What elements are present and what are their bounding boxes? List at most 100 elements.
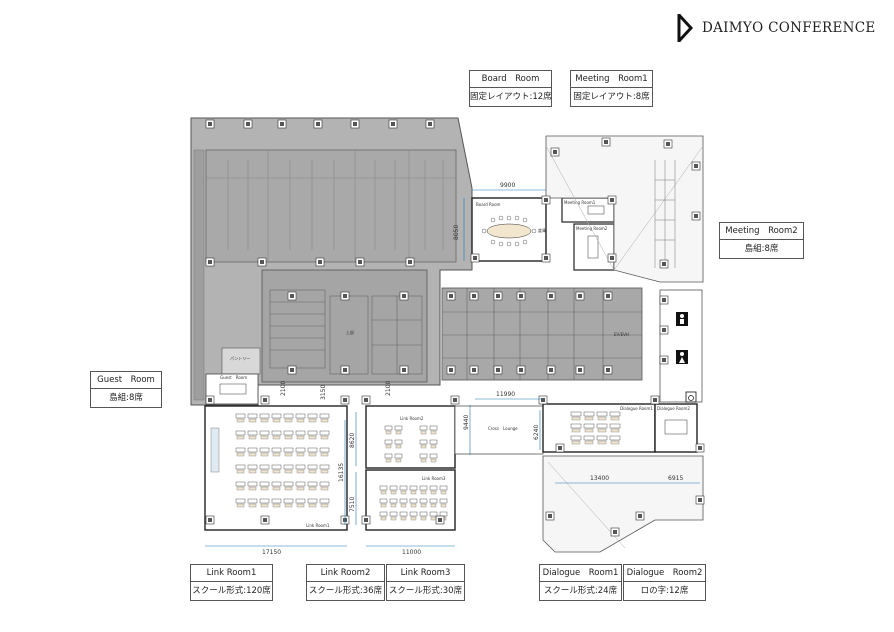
column-core xyxy=(544,198,548,202)
chair xyxy=(390,490,397,495)
chair xyxy=(284,452,293,457)
meeting-room1-box: Meeting Room1 固定レイアウト:8席 xyxy=(570,70,653,107)
column-core xyxy=(358,260,362,264)
desk xyxy=(419,485,428,491)
link-room2-name: Link Room2 xyxy=(307,565,384,582)
column-core xyxy=(698,498,702,502)
chair xyxy=(320,503,329,508)
column-core xyxy=(662,328,666,332)
cross-lounge-area xyxy=(454,405,544,455)
column-core xyxy=(548,514,552,518)
chair xyxy=(260,452,269,457)
chair xyxy=(296,469,305,474)
desk xyxy=(439,485,448,491)
desk xyxy=(319,464,330,470)
pantry-label: パントリー xyxy=(230,356,250,361)
chair xyxy=(395,458,402,463)
desk xyxy=(596,411,608,417)
desk xyxy=(389,485,398,491)
column-core xyxy=(428,122,432,126)
desk xyxy=(295,413,306,419)
chair xyxy=(610,428,620,433)
column-core xyxy=(662,262,666,266)
board-room-box: Board Room 固定レイアウト:12席 xyxy=(469,70,552,107)
desk xyxy=(307,430,318,436)
desk xyxy=(570,411,582,417)
column-core xyxy=(453,398,457,402)
meeting-room1-capacity: 固定レイアウト:8席 xyxy=(573,92,650,102)
meeting-room2-label: Meeting Room2 xyxy=(576,226,608,231)
southeast-wing xyxy=(542,455,704,553)
chair xyxy=(284,418,293,423)
desk xyxy=(235,498,246,504)
dialogue-seat-grid xyxy=(570,411,621,445)
chair xyxy=(390,503,397,508)
desk xyxy=(247,447,258,453)
guest-room-box: Guest Room 島組:8席 xyxy=(90,371,162,408)
desk xyxy=(295,430,306,436)
dialogue-room2-capacity: ロの字:12席 xyxy=(640,586,689,596)
chair xyxy=(320,435,329,440)
chair xyxy=(308,486,317,491)
dim-link3-depth: 7510 xyxy=(349,497,356,512)
chair xyxy=(260,418,269,423)
desk xyxy=(295,464,306,470)
column-core xyxy=(698,446,702,450)
column-core xyxy=(549,294,553,298)
desk xyxy=(247,481,258,487)
desk xyxy=(409,511,418,517)
desk xyxy=(319,498,330,504)
chair xyxy=(430,516,437,521)
desk xyxy=(319,430,330,436)
desk xyxy=(394,439,403,445)
chair xyxy=(320,469,329,474)
chair xyxy=(260,469,269,474)
chair xyxy=(390,516,397,521)
meeting-room2-capacity: 島組:8席 xyxy=(744,244,779,254)
desk xyxy=(271,498,282,504)
column-core xyxy=(694,164,698,168)
dim-dialogue-depth: 6240 xyxy=(533,425,540,440)
guest-room-capacity: 島組:8席 xyxy=(109,393,143,403)
chair xyxy=(236,469,245,474)
desk xyxy=(394,425,403,431)
desk xyxy=(419,439,428,445)
pantry-area xyxy=(221,347,261,375)
chair xyxy=(597,428,607,433)
chair xyxy=(320,486,329,491)
column-core xyxy=(208,518,212,522)
desk xyxy=(399,511,408,517)
column-core xyxy=(496,294,500,298)
storage-label: 倉庫 xyxy=(538,227,546,233)
desk xyxy=(307,481,318,487)
chair xyxy=(385,458,392,463)
dim-board-width: 9900 xyxy=(500,182,515,189)
chair xyxy=(260,503,269,508)
ev-label: EV/EVH xyxy=(614,332,629,337)
desk xyxy=(596,435,608,441)
chair xyxy=(296,503,305,508)
chair xyxy=(236,452,245,457)
board-table xyxy=(486,223,532,239)
column-core xyxy=(208,398,212,402)
desk xyxy=(259,464,270,470)
desk xyxy=(283,498,294,504)
chair xyxy=(272,503,281,508)
desk xyxy=(429,511,438,517)
chair xyxy=(236,486,245,491)
column-core xyxy=(472,368,476,372)
desk xyxy=(319,481,330,487)
dim-link1-width: 17150 xyxy=(262,549,281,556)
chair xyxy=(571,416,581,421)
chair xyxy=(400,503,407,508)
column-core xyxy=(666,142,670,146)
chair xyxy=(430,444,437,449)
desk xyxy=(259,413,270,419)
column-core xyxy=(694,214,698,218)
guest-room-name: Guest Room xyxy=(91,372,161,389)
chair xyxy=(420,490,427,495)
chair xyxy=(320,452,329,457)
chair xyxy=(571,440,581,445)
desk xyxy=(235,464,246,470)
